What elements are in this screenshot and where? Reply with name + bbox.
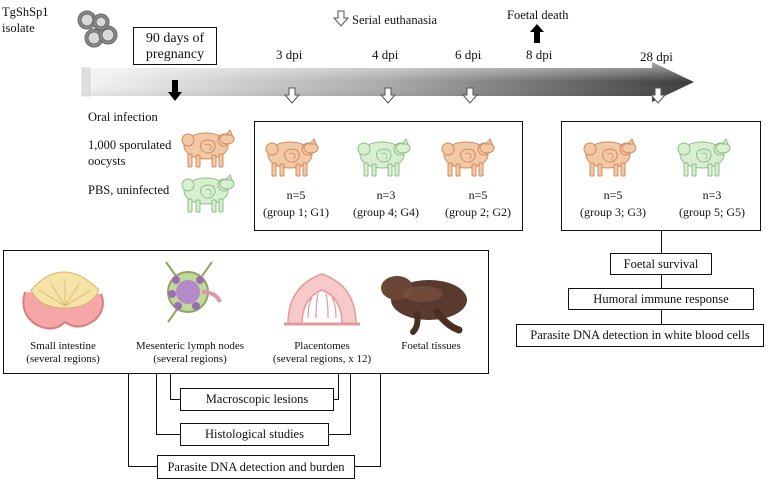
tissue-lymph-nodes-l2: (several regions) [153, 353, 227, 365]
connector-macro-right [334, 399, 339, 400]
oocyst-icon [77, 10, 118, 48]
group-2-n: n=5 [468, 188, 488, 202]
connector-macro-left [170, 399, 180, 400]
outcomes-connector-2 [661, 275, 662, 288]
group-4-label: (group 4; G4) [353, 205, 419, 219]
tissue-placentomes-l1: Placentomes [294, 340, 350, 352]
pregnancy-box: 90 days of pregnancy [133, 27, 217, 65]
group-5-label: (group 5; G5) [679, 205, 745, 219]
connector-burden-left [128, 466, 158, 467]
euthanasia-arrow-6dpi [462, 87, 478, 104]
tissue-lymph-nodes-l1: Mesenteric lymph nodes [135, 340, 245, 352]
oocysts-label-2: oocysts [88, 154, 126, 168]
group-4-n: n=3 [376, 188, 396, 202]
oral-infection-label: Oral infection [88, 110, 158, 124]
pbs-label: PBS, uninfected [88, 183, 170, 197]
group-2-label: (group 2; G2) [445, 205, 511, 219]
group-1-n: n=5 [286, 188, 306, 202]
pregnancy-line-1: 90 days of [145, 31, 205, 46]
dpi-label-3: 3 dpi [276, 47, 303, 62]
connector-right-outer [380, 374, 381, 466]
serial-euthanasia-arrow-icon [333, 10, 349, 27]
dpi-label-8: 8 dpi [526, 47, 553, 62]
oocysts-label-1: 1,000 sporulated [88, 138, 172, 152]
sheep-g5-icon [677, 138, 731, 177]
wbc-detection-box: Parasite DNA detection in white blood ce… [516, 324, 764, 347]
sheep-g1-icon [265, 138, 319, 177]
uninfected-sheep-icon [181, 174, 235, 213]
sheep-g2-icon [441, 138, 495, 177]
connector-right-mid [350, 374, 351, 434]
foetal-death-label: Foetal death [507, 8, 569, 22]
euthanasia-arrow-3dpi [284, 87, 300, 104]
humoral-response-box: Humoral immune response [568, 288, 754, 310]
isolate-label-1: TgShSp1 [2, 5, 49, 19]
group-1-label: (group 1; G1) [263, 205, 329, 219]
foetal-survival-box: Foetal survival [610, 253, 712, 275]
tissue-small-intestine-l1: Small intestine [30, 340, 96, 352]
foetal-death-arrow-icon [530, 24, 544, 43]
sheep-g4-icon [357, 138, 411, 177]
tissue-foetal-l1: Foetal tissues [401, 340, 461, 352]
group-3-n: n=5 [603, 188, 623, 202]
infection-arrow-icon [168, 80, 182, 101]
outcomes-connector-1 [661, 231, 662, 253]
euthanasia-arrow-28dpi [650, 87, 666, 104]
euthanasia-arrow-4dpi [380, 87, 396, 104]
group-5-n: n=3 [702, 188, 722, 202]
lymph-node-icon [165, 261, 222, 323]
placentome-icon [284, 273, 360, 326]
parasite-burden-box: Parasite DNA detection and burden [157, 455, 355, 479]
late-groups-box [561, 121, 761, 231]
serial-euthanasia-label: Serial euthanasia [352, 13, 438, 27]
connector-right-inner [338, 374, 339, 399]
histological-studies-box: Histological studies [180, 423, 329, 446]
timeline-arrow [81, 62, 694, 102]
connector-left-mid [156, 374, 157, 434]
foetus-icon [381, 276, 467, 335]
connector-burden-right [355, 466, 381, 467]
infected-sheep-icon [181, 129, 235, 168]
pregnancy-line-2: pregnancy [145, 47, 205, 62]
dpi-label-28: 28 dpi [640, 49, 673, 64]
tissue-placentomes-l2: (several regions, x 12) [272, 353, 372, 365]
dpi-label-4: 4 dpi [372, 47, 399, 62]
connector-histo-left [156, 434, 180, 435]
small-intestine-icon [22, 271, 104, 330]
isolate-label-2: isolate [2, 21, 35, 35]
group-3-label: (group 3; G3) [580, 205, 646, 219]
connector-left-outer [128, 374, 129, 466]
dpi-label-6: 6 dpi [455, 47, 482, 62]
outcomes-connector-3 [661, 310, 662, 324]
macroscopic-lesions-box: Macroscopic lesions [180, 388, 334, 411]
tissue-small-intestine-l2: (several regions) [26, 353, 100, 365]
connector-left-inner [170, 374, 171, 399]
sheep-g3-icon [583, 138, 637, 177]
connector-histo-right [329, 434, 351, 435]
